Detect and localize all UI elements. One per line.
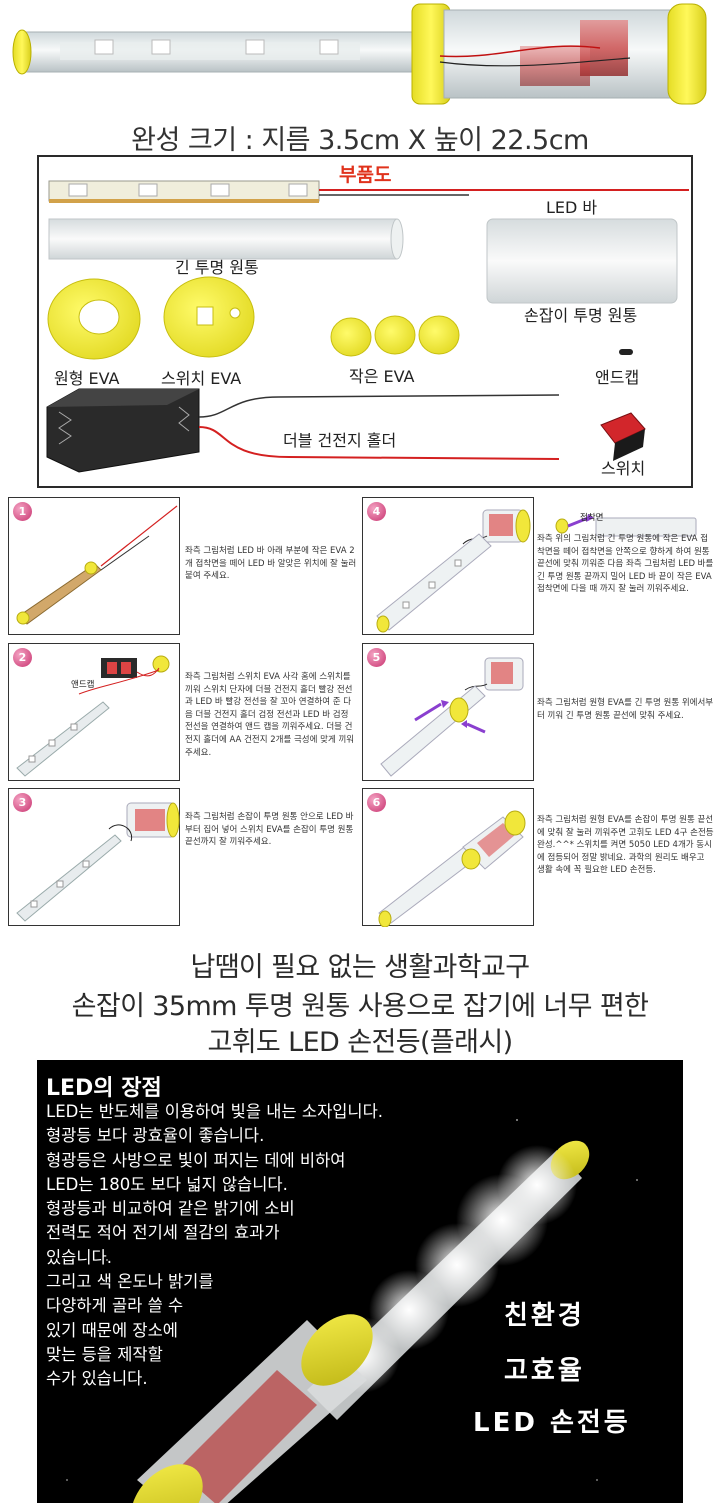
badge-led-flashlight: LED 손전등: [473, 1408, 631, 1438]
step-4-image: 4: [362, 497, 534, 635]
label-long-tube: 긴 투명 원통: [175, 258, 259, 277]
step-4-adhesive-label: 접착면: [580, 513, 604, 523]
advantages-line: 형광등은 사방으로 빛이 퍼지는 데에 비하여: [46, 1150, 346, 1170]
label-switch-eva: 스위치 EVA: [161, 369, 242, 388]
led-advantages-panel: LED의 장점 LED는 반도체를 이용하여 빛을 내는 소자입니다. 형광등 …: [37, 1060, 683, 1503]
step-1-image: 1: [8, 497, 180, 635]
headline-line-3: 고휘도 LED 손전등(플래시): [207, 1027, 513, 1058]
label-handle-tube: 손잡이 투명 원통: [524, 306, 638, 325]
exploded-title: 부품도: [339, 164, 392, 186]
step-4-adhesive-detail: [555, 514, 697, 537]
advantages-line: 형광등과 비교하여 같은 밝기에 소비: [46, 1199, 295, 1219]
step-4-text: 좌측 위의 그림처럼 긴 투명 원통에 작은 EVA 접착면을 떼어 접착면을 …: [537, 534, 714, 595]
step-5-text: 좌측 그림처럼 원형 EVA를 긴 투명 원통 위에서부터 끼워 긴 투명 원통…: [537, 698, 714, 721]
step-1-text: 좌측 그림처럼 LED 바 아래 부분에 작은 EVA 2개 접착면을 떼어 L…: [185, 546, 357, 582]
advantages-line: 형광등 보다 광효율이 좋습니다.: [46, 1126, 265, 1146]
exploded-parts-diagram: 부품도 LED 바 긴 투명 원통 손잡이 투명 원통 원형 EVA 스위치 E…: [37, 155, 693, 488]
step-3-number: 3: [13, 793, 32, 812]
step-2-image: 2 앤드캡: [8, 643, 180, 781]
advantages-line: 다양하게 골라 쓸 수: [46, 1296, 184, 1316]
step-1-number: 1: [13, 502, 32, 521]
advantages-line: 있기 때문에 장소에: [46, 1320, 178, 1340]
advantages-line: 그리고 색 온도나 밝기를: [46, 1272, 214, 1292]
step-5-number: 5: [367, 648, 386, 667]
advantages-line: 있습니다.: [46, 1247, 112, 1267]
step-6-text: 좌측 그림처럼 원형 EVA를 손잡이 투명 원통 끝선에 맞춰 잘 눌러 끼워…: [537, 815, 714, 876]
label-switch: 스위치: [601, 459, 646, 478]
advantages-line: 전력도 적어 전기세 절감의 효과가: [46, 1223, 280, 1243]
advantages-line: 맞는 등을 제작할: [46, 1344, 163, 1364]
glowing-flashlight-image: [66, 1119, 638, 1503]
label-end-cap: 앤드캡: [595, 368, 640, 387]
headline-line-1: 납땜이 필요 없는 생활과학교구: [190, 952, 530, 983]
step-3-text: 좌측 그림처럼 손잡이 투명 원통 안으로 LED 바부터 집어 넣어 스위치 …: [185, 812, 354, 848]
label-led-bar: LED 바: [546, 198, 598, 217]
step-2-endcap-label: 앤드캡: [71, 680, 95, 690]
step-2-text: 좌측 그림처럼 스위치 EVA 사각 홈에 스위치를 끼워 스위치 단자에 더블…: [185, 672, 355, 758]
step-6-number: 6: [367, 793, 386, 812]
step-3-image: 3: [8, 788, 180, 926]
badge-eco: 친환경: [504, 1301, 585, 1331]
advantages-line: 수가 있습니다.: [46, 1369, 148, 1389]
advantages-title: LED의 장점: [46, 1076, 162, 1101]
label-battery-holder: 더블 건전지 홀더: [283, 431, 397, 450]
label-ring-eva: 원형 EVA: [54, 369, 120, 388]
step-6-image: 6: [362, 788, 534, 927]
step-5-image: 5: [362, 643, 534, 781]
step-2-number: 2: [13, 648, 32, 667]
headline-line-2: 손잡이 35mm 투명 원통 사용으로 잡기에 너무 편한: [71, 991, 649, 1022]
advantages-body: LED는 반도체를 이용하여 빛을 내는 소자입니다. 형광등 보다 광효율이 …: [46, 1100, 383, 1392]
hero-flashlight-image: [0, 0, 720, 112]
badge-efficiency: 고효율: [504, 1356, 585, 1386]
advantages-line: LED는 반도체를 이용하여 빛을 내는 소자입니다.: [46, 1102, 384, 1121]
label-small-eva: 작은 EVA: [349, 367, 415, 386]
advantages-line: LED는 180도 보다 넓지 않습니다.: [46, 1174, 288, 1194]
size-title: 완성 크기 : 지름 3.5cm X 높이 22.5cm: [131, 125, 589, 156]
step-4-number: 4: [367, 502, 386, 521]
